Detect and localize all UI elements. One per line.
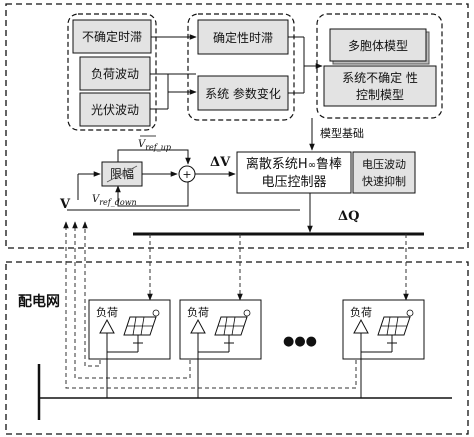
sum-symbol: + <box>182 168 191 181</box>
uncertain-control-label-1: 系统不确定 性 <box>342 70 418 85</box>
controller-box <box>236 151 352 194</box>
model-basis-label: 模型基础 <box>320 126 364 140</box>
polytope-label: 多胞体模型 <box>348 39 408 53</box>
parameter-change-label: 系统 参数变化 <box>205 86 281 101</box>
solar-panel-icon <box>214 316 248 344</box>
uncertain-control-box <box>323 65 437 107</box>
load-fluctuation-box <box>79 56 151 91</box>
distribution-layer-border <box>5 261 469 435</box>
node-1: 负荷 <box>88 299 171 398</box>
sun-icon <box>152 309 160 317</box>
load-fluctuation-label: 负荷波动 <box>91 67 139 81</box>
v-label: V <box>59 197 71 212</box>
ellipsis: ●●● <box>283 334 317 349</box>
delta-v-label: ΔV <box>210 155 231 170</box>
uncertain-control-label-2: 控制模型 <box>356 88 404 102</box>
node-2-load-label: 负荷 <box>187 305 209 319</box>
control-layer-border <box>5 3 469 249</box>
suppression-label-1: 电压波动 <box>362 158 406 171</box>
delta-q-label: ΔQ <box>338 209 359 224</box>
sun-icon <box>243 309 251 317</box>
delay-label: 不确定时滞 <box>82 29 142 44</box>
suppression-label-2: 快速抑制 <box>362 174 406 188</box>
node-3: 负荷 <box>342 299 425 398</box>
v-ref-up-label: Vref_up <box>138 139 171 152</box>
effects-group-border <box>187 13 295 121</box>
deterministic-delay-box <box>197 19 289 55</box>
distribution-network-label: 配电网 <box>18 293 60 310</box>
controller-label-1: 离散系统H∞鲁棒 <box>246 156 342 172</box>
models-group-border <box>316 13 443 119</box>
deterministic-delay-label: 确定性时滞 <box>213 30 273 45</box>
node-1-load-label: 负荷 <box>96 305 118 319</box>
node-3-load-label: 负荷 <box>350 305 372 319</box>
uncertainty-group-border <box>67 13 157 131</box>
polytope-box <box>329 28 427 62</box>
solar-panel-icon <box>377 316 411 344</box>
controller-label-2: 电压控制器 <box>261 175 326 190</box>
v-ref-down-label: Vref_down <box>92 194 137 207</box>
parameter-change-box <box>197 75 289 111</box>
node-2: 负荷 <box>179 299 262 398</box>
sun-icon <box>406 309 414 317</box>
pv-fluctuation-label: 光伏波动 <box>91 103 139 117</box>
suppression-box <box>352 151 416 194</box>
